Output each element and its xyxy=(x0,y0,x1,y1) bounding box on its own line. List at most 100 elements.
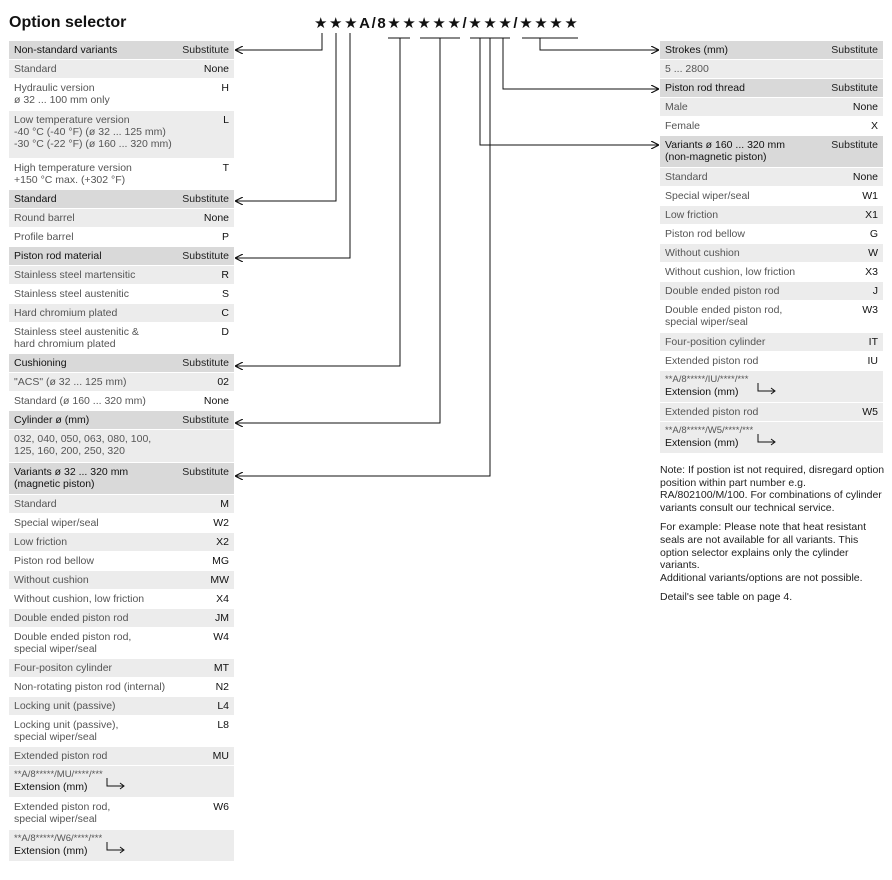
row-code: L4 xyxy=(217,700,229,712)
row-label: Extended piston rod,special wiper/seal xyxy=(14,801,111,825)
row-label: Extended piston rod xyxy=(665,406,759,418)
note-paragraph: For example: Please note that heat resis… xyxy=(660,521,867,584)
table-row: Non-rotating piston rod (internal) N2 xyxy=(9,678,234,697)
notes: Note: If postion ist not required, disre… xyxy=(660,464,885,611)
row-label: Standard xyxy=(665,171,708,183)
table-row: Double ended piston rod J xyxy=(660,282,883,301)
row-code: 02 xyxy=(217,376,229,388)
row-label: Hard chromium plated xyxy=(14,307,118,319)
table-row: 032, 040, 050, 063, 080, 100,125, 160, 2… xyxy=(9,430,234,463)
row-code: C xyxy=(221,307,229,319)
row-code: W xyxy=(868,247,878,259)
row-label: "ACS" (ø 32 ... 125 mm) xyxy=(14,376,127,388)
row-label: Double ended piston rod xyxy=(665,285,780,297)
row-label: Variants ø 160 ... 320 mm(non-magnetic p… xyxy=(665,139,786,163)
row-code: W3 xyxy=(862,304,878,316)
row-label: Piston rod bellow xyxy=(14,555,94,567)
row-code: Substitute xyxy=(831,82,878,94)
table-row: Extended piston rod W5 xyxy=(660,403,883,422)
row-label: Without cushion, low friction xyxy=(14,593,145,605)
row-label: Extended piston rod xyxy=(14,750,108,762)
row-code: MG xyxy=(212,555,229,567)
connector-variants-non-magnetic xyxy=(479,38,658,145)
row-label: Round barrel xyxy=(14,212,75,224)
extension-code: **A/8*****/IU/****/*** xyxy=(665,374,749,385)
row-code: W5 xyxy=(862,406,878,418)
row-code: P xyxy=(221,231,229,243)
row-code: Substitute xyxy=(831,139,878,151)
row-code: N2 xyxy=(215,681,229,693)
table-row: 5 ... 2800 xyxy=(660,60,883,79)
extension-label: Extension (mm) xyxy=(665,437,739,449)
table-row: Low temperature version-40 °C (-40 °F) (… xyxy=(9,111,234,159)
row-code: W1 xyxy=(862,190,878,202)
row-label: Double ended piston rod xyxy=(14,612,129,624)
row-code: Substitute xyxy=(831,44,878,56)
extension-code: **A/8*****/MU/****/*** xyxy=(14,769,103,780)
table-row: **A/8*****/W5/****/***Extension (mm) xyxy=(660,422,883,454)
row-code: None xyxy=(203,212,229,224)
row-label: Stainless steel martensitic xyxy=(14,269,136,281)
row-label: Low friction xyxy=(665,209,719,221)
row-code: MU xyxy=(212,750,229,762)
arrow-icon xyxy=(106,842,125,854)
table-row: High temperature version+150 °C max. (+3… xyxy=(9,159,234,190)
row-code: J xyxy=(872,285,878,297)
row-code: S xyxy=(221,288,229,300)
table-section-header: Variants ø 160 ... 320 mm(non-magnetic p… xyxy=(660,136,883,168)
row-code: H xyxy=(221,82,229,94)
row-label: Without cushion, low friction xyxy=(665,266,796,278)
row-code: L8 xyxy=(217,719,229,731)
row-code: X3 xyxy=(865,266,878,278)
arrow-icon xyxy=(106,778,125,790)
table-row: Round barrel None xyxy=(9,209,234,228)
row-label: Stainless steel austenitic &hard chromiu… xyxy=(14,326,139,350)
row-label: Extended piston rod xyxy=(665,355,759,367)
row-label: 5 ... 2800 xyxy=(665,63,709,75)
row-code: G xyxy=(869,228,878,240)
row-label: Non-rotating piston rod (internal) xyxy=(14,681,166,693)
row-code: MW xyxy=(210,574,229,586)
row-label: Double ended piston rod,special wiper/se… xyxy=(665,304,783,328)
row-label: Cylinder ø (mm) xyxy=(14,414,90,426)
row-label: Special wiper/seal xyxy=(665,190,750,202)
row-label: Piston rod bellow xyxy=(665,228,745,240)
table-row: Without cushion, low friction X3 xyxy=(660,263,883,282)
extension-label: Extension (mm) xyxy=(14,781,88,793)
row-code: L xyxy=(223,114,229,126)
row-code: D xyxy=(221,326,229,338)
connector-strokes xyxy=(539,38,658,50)
table-row: Double ended piston rod,special wiper/se… xyxy=(9,628,234,659)
row-code: None xyxy=(852,101,878,113)
row-code: MT xyxy=(213,662,229,674)
row-code: Substitute xyxy=(182,250,229,262)
row-label: Standard (ø 160 ... 320 mm) xyxy=(14,395,146,407)
row-code: Substitute xyxy=(182,414,229,426)
row-code: W4 xyxy=(213,631,229,643)
connector-standard xyxy=(236,33,337,201)
connector-piston-rod-material xyxy=(236,33,351,258)
row-code: Substitute xyxy=(182,193,229,205)
row-label: Cushioning xyxy=(14,357,67,369)
row-code: Substitute xyxy=(182,466,229,478)
table-row: "ACS" (ø 32 ... 125 mm) 02 xyxy=(9,373,234,392)
table-row: Stainless steel austenitic &hard chromiu… xyxy=(9,323,234,354)
row-label: Locking unit (passive) xyxy=(14,700,116,712)
row-code: M xyxy=(220,498,229,510)
extension-label: Extension (mm) xyxy=(14,845,88,857)
